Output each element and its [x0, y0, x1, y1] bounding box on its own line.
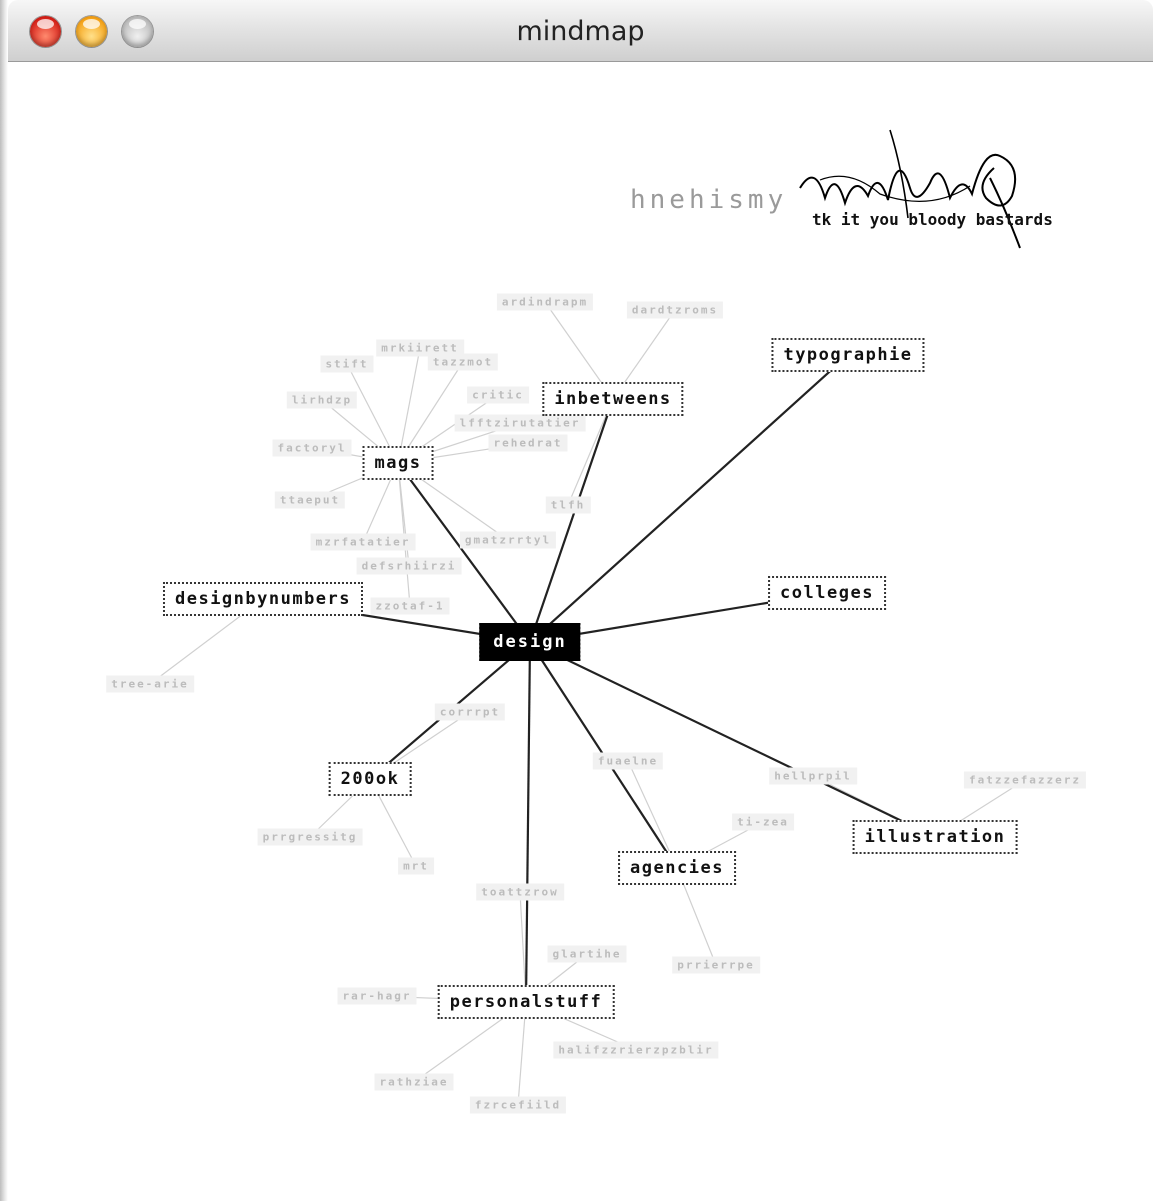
ghost-node[interactable]: hellprpil — [769, 767, 857, 785]
ghost-node[interactable]: tazzmot — [427, 353, 499, 371]
link-design-illustration — [529, 641, 936, 838]
link-design-inbetweens — [528, 398, 615, 643]
title-bar[interactable]: mindmap — [8, 0, 1153, 62]
node-mags[interactable]: mags — [362, 446, 434, 480]
ghost-node[interactable]: mrkiirett — [376, 339, 464, 357]
ghost-node[interactable]: fzrcefiild — [469, 1096, 567, 1114]
ghost-node[interactable]: prrgressitg — [257, 828, 363, 846]
link-agencies-ghost — [627, 760, 678, 869]
ghost-node[interactable]: gmatzrrtyl — [459, 531, 557, 549]
ghost-node[interactable]: tree-arie — [106, 675, 194, 693]
node-design-center[interactable]: design — [479, 623, 581, 661]
node-colleges[interactable]: colleges — [768, 576, 886, 610]
link-personalstuff-ghost — [517, 1001, 527, 1106]
ghost-node[interactable]: rar-hagr — [337, 987, 417, 1005]
node-personalstuff[interactable]: personalstuff — [437, 985, 615, 1019]
ghost-node[interactable]: rathziae — [374, 1073, 454, 1091]
banner-subtext: tk it you bloody bastards — [812, 210, 1053, 229]
node-200ok[interactable]: 200ok — [328, 762, 412, 796]
link-personalstuff-ghost — [519, 891, 527, 1003]
link-design-mags — [397, 462, 531, 643]
node-agencies[interactable]: agencies — [618, 851, 736, 885]
banner-text: hnehismy — [630, 185, 788, 215]
ghost-node[interactable]: corrrpt — [434, 703, 506, 721]
ghost-node[interactable]: defsrhiirzi — [356, 557, 462, 575]
ghost-node[interactable]: rehedrat — [488, 434, 568, 452]
ghost-node[interactable]: prrierrpe — [672, 956, 760, 974]
close-button[interactable] — [30, 16, 61, 47]
window-left-edge — [0, 0, 8, 1201]
ghost-node[interactable]: fatzzefazzerz — [963, 771, 1087, 789]
ghost-node[interactable]: ti-zea — [732, 813, 794, 831]
ghost-node[interactable]: halifzzrierzpzblir — [553, 1041, 719, 1059]
ghost-node[interactable]: mrt — [398, 857, 434, 875]
ghost-node[interactable]: mzrfatatier — [310, 533, 416, 551]
link-inbetweens-ghost — [567, 398, 614, 506]
minimize-button[interactable] — [76, 16, 107, 47]
ghost-node[interactable]: lfftzirutatier — [454, 414, 586, 432]
ghost-node[interactable]: zzotaf-1 — [370, 597, 450, 615]
ghost-node[interactable]: glartihe — [547, 945, 627, 963]
ghost-node[interactable]: lirhdzp — [286, 391, 358, 409]
node-typographie[interactable]: typographie — [771, 338, 925, 372]
zoom-button[interactable] — [122, 16, 153, 47]
ghost-node[interactable]: ttaeput — [274, 491, 346, 509]
link-mags-ghost — [397, 347, 421, 464]
link-design-personalstuff — [524, 641, 532, 1003]
ghost-node[interactable]: ardindrapm — [496, 293, 594, 311]
link-design-typographie — [529, 354, 849, 643]
ghost-node[interactable]: toattzrow — [476, 883, 564, 901]
window-title: mindmap — [516, 16, 645, 47]
node-inbetweens[interactable]: inbetweens — [542, 382, 684, 416]
ghost-node[interactable]: dardtzroms — [626, 301, 724, 319]
ghost-node[interactable]: stift — [320, 355, 374, 373]
ghost-node[interactable]: critic — [467, 386, 529, 404]
node-illustration[interactable]: illustration — [852, 820, 1018, 854]
ghost-node[interactable]: factoryl — [272, 439, 352, 457]
ghost-node[interactable]: fuaelne — [592, 752, 664, 770]
node-designbynumbers[interactable]: designbynumbers — [162, 582, 364, 616]
ghost-node[interactable]: tlfh — [545, 496, 591, 514]
scribble-signature — [799, 129, 1021, 249]
